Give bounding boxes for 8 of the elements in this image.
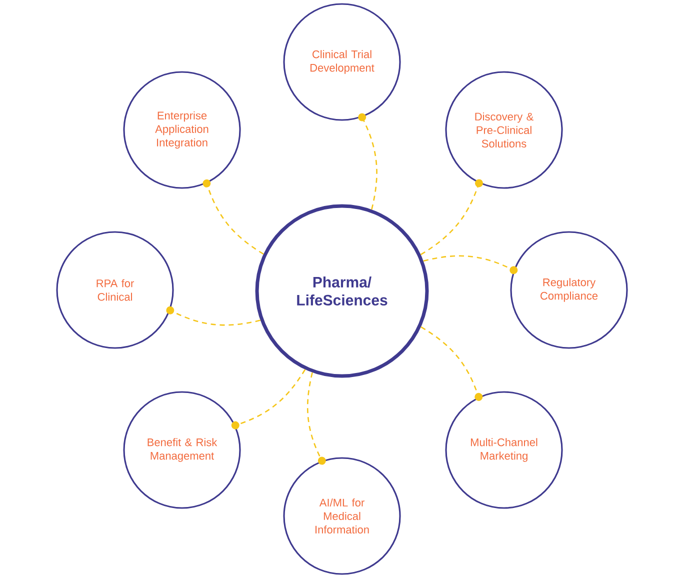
- connector: [420, 179, 483, 256]
- connector: [202, 179, 264, 255]
- connector: [307, 372, 326, 465]
- connector: [420, 326, 483, 401]
- connector: [166, 306, 260, 326]
- connector: [358, 113, 378, 210]
- connector: [231, 369, 306, 430]
- connector: [423, 255, 518, 274]
